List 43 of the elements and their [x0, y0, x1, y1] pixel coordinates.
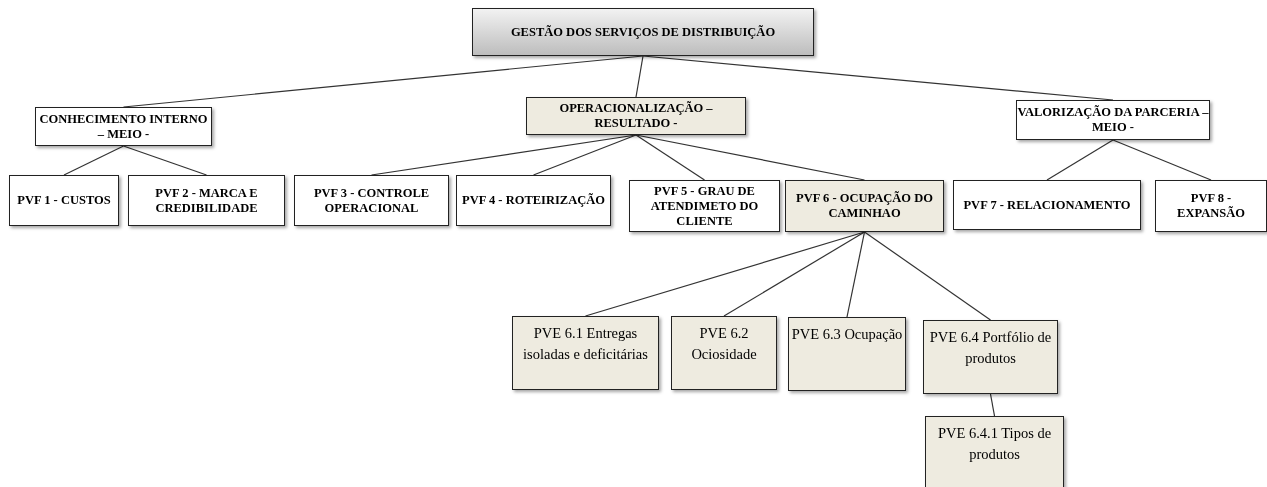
box-label: GESTÃO DOS SERVIÇOS DE DISTRIBUIÇÃO: [510, 24, 776, 40]
connector-line: [1046, 139, 1114, 181]
box-label: VALORIZAÇÃO DA PARCERIA – MEIO -: [1017, 105, 1209, 135]
box-label: PVE 6.2 Ociosidade: [690, 324, 758, 364]
hierarchy-box: [456, 175, 611, 226]
hierarchy-box: [953, 180, 1141, 230]
box-label: PVF 2 - MARCA E CREDIBILIDADE: [154, 185, 259, 216]
connector-line: [122, 145, 208, 176]
connector-line: [635, 55, 644, 98]
connector-line: [635, 134, 706, 181]
box-label: PVE 6.4 Portfólio de produtos: [928, 328, 1053, 368]
hierarchy-box: [472, 8, 814, 56]
box-label: PVE 6.4.1 Tipos de produtos: [936, 424, 1053, 464]
connector-line: [1112, 139, 1212, 181]
box-label: PVF 7 - RELACIONAMENTO: [963, 197, 1131, 213]
hierarchy-box: [923, 320, 1058, 394]
hierarchy-box: [9, 175, 119, 226]
box-label: PVF 1 - CUSTOS: [17, 193, 111, 208]
hierarchy-box: [788, 317, 906, 391]
hierarchy-box: [512, 316, 659, 390]
hierarchy-box: [925, 416, 1064, 487]
hierarchy-box: [294, 175, 449, 226]
box-label: PVF 6 - OCUPAÇÃO DO CAMINHAO: [795, 191, 934, 221]
box-label: PVF 5 - GRAU DE ATENDIMETO DO CLIENTE: [649, 183, 760, 229]
box-label: PVF 8 - EXPANSÃO: [1176, 191, 1246, 221]
box-label: PVF 4 - ROTEIRIZAÇÃO: [462, 193, 605, 208]
hierarchy-box: [671, 316, 777, 390]
hierarchy-box: [785, 180, 944, 232]
connector-line: [989, 393, 996, 417]
box-label: OPERACIONALIZAÇÃO – RESULTADO -: [558, 101, 714, 131]
box-label: PVE 6.3 Ocupação: [791, 325, 903, 344]
connector-line: [63, 145, 125, 176]
connector-line: [723, 231, 866, 317]
connector-line: [532, 134, 637, 176]
box-label: CONHECIMENTO INTERNO – MEIO -: [38, 111, 209, 142]
box-label: PVF 3 - CONTROLE OPERACIONAL: [312, 185, 431, 216]
hierarchy-box: [128, 175, 285, 226]
hierarchy-box: [526, 97, 746, 135]
hierarchy-box: [1155, 180, 1267, 232]
connector-line: [846, 231, 866, 318]
connector-line: [863, 231, 992, 321]
box-label: PVE 6.1 Entregas isoladas e deficitárias: [522, 324, 649, 364]
hierarchy-box: [629, 180, 780, 232]
